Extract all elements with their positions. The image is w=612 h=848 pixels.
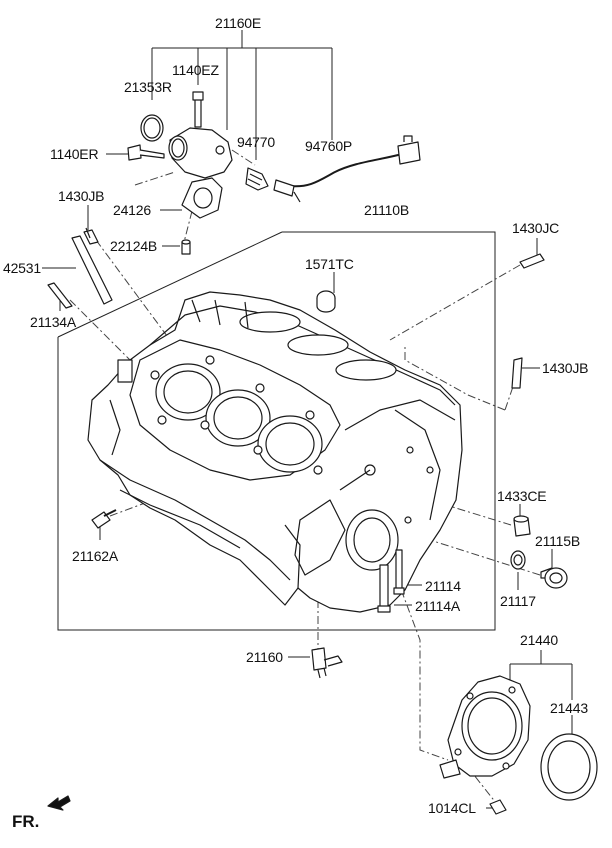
label-1140EZ: 1140EZ: [172, 62, 219, 78]
label-1433CE: 1433CE: [497, 488, 547, 504]
label-21162A: 21162A: [72, 548, 119, 564]
label-21115B: 21115B: [535, 533, 580, 549]
label-1430JC: 1430JC: [512, 220, 560, 236]
label-1140ER: 1140ER: [50, 146, 99, 162]
label-21440: 21440: [520, 632, 558, 648]
label-1571TC: 1571TC: [305, 256, 354, 272]
label-21443: 21443: [550, 700, 588, 716]
label-22124B: 22124B: [110, 238, 158, 254]
label-21117: 21117: [500, 593, 536, 609]
label-21134A: 21134A: [30, 314, 77, 330]
cylinder-block-21110B: [87, 291, 463, 613]
label-21110B: 21110B: [364, 202, 409, 218]
label-21160E: 21160E: [215, 15, 262, 31]
label-21160: 21160: [246, 649, 283, 665]
fr-arrow: [47, 795, 71, 811]
guide-42531: [71, 235, 113, 305]
label-94770: 94770: [237, 134, 275, 150]
front-indicator: FR.: [12, 812, 40, 831]
label-21114: 21114: [425, 578, 461, 594]
harness-94760P: [289, 153, 403, 188]
label-94760P: 94760P: [305, 138, 353, 154]
sensor-94770: [245, 167, 269, 191]
label-1430JB-top: 1430JB: [58, 188, 105, 204]
sensor-21160: [311, 647, 327, 671]
label-21353R: 21353R: [124, 79, 172, 95]
label-24126: 24126: [113, 202, 151, 218]
block-frame: [57, 231, 496, 631]
label-1430JB-right: 1430JB: [542, 360, 589, 376]
label-21114A: 21114A: [415, 598, 460, 614]
label-42531: 42531: [3, 260, 41, 276]
label-1014CL: 1014CL: [428, 800, 476, 816]
